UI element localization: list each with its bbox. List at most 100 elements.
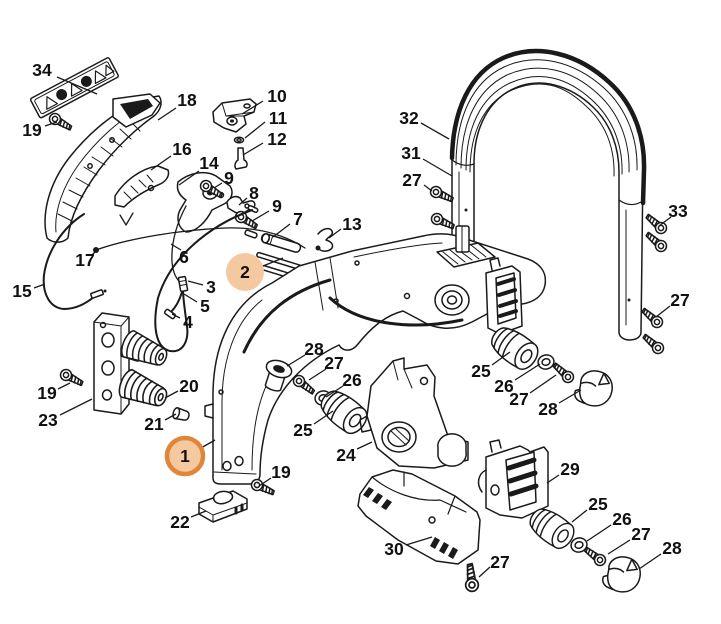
- callout-19a[interactable]: 19: [22, 120, 42, 140]
- leader-line-28c: [638, 553, 662, 570]
- callout-17[interactable]: 17: [75, 250, 94, 270]
- part-top-handle-molding: [44, 93, 162, 243]
- leader-line-5: [183, 293, 198, 303]
- part-clip-13: [315, 227, 334, 252]
- callout-3[interactable]: 3: [206, 277, 216, 297]
- leader-line-25a: [313, 410, 334, 425]
- callout-6[interactable]: 6: [179, 247, 189, 267]
- callout-27b[interactable]: 27: [670, 290, 689, 310]
- part-grommet-28: [264, 359, 293, 392]
- leader-line-23: [59, 398, 93, 416]
- part-cover-22: [198, 490, 248, 523]
- callout-11[interactable]: 11: [269, 108, 288, 128]
- part-pin-7: [260, 233, 302, 253]
- callout-27f[interactable]: 27: [490, 552, 509, 572]
- leader-line-1: [200, 439, 216, 449]
- callout-27d[interactable]: 27: [509, 389, 528, 409]
- callout-7[interactable]: 7: [293, 209, 303, 229]
- callout-2[interactable]: 2: [240, 262, 250, 282]
- callout-1[interactable]: 1: [180, 446, 190, 466]
- callout-22[interactable]: 22: [170, 512, 190, 532]
- part-bracket-24: [359, 357, 469, 469]
- part-handlebar: [449, 48, 647, 341]
- callout-27c[interactable]: 27: [324, 353, 343, 373]
- callout-21[interactable]: 21: [144, 414, 164, 434]
- callout-23[interactable]: 23: [38, 410, 58, 430]
- callout-25a[interactable]: 25: [293, 420, 313, 440]
- callout-26a[interactable]: 26: [342, 370, 362, 390]
- leader-line-32: [420, 122, 450, 140]
- callout-32[interactable]: 32: [399, 108, 419, 128]
- callout-12[interactable]: 12: [267, 129, 287, 149]
- callout-8[interactable]: 8: [249, 183, 259, 203]
- part-warning-label-strip: [29, 57, 119, 119]
- leader-line-27d: [529, 374, 557, 394]
- callout-26b[interactable]: 26: [494, 376, 514, 396]
- part-washer-11: [233, 136, 245, 144]
- leader-line-3: [187, 280, 204, 286]
- callout-25b[interactable]: 25: [471, 361, 491, 381]
- leader-line-27c: [308, 368, 327, 381]
- callout-20[interactable]: 20: [179, 376, 199, 396]
- callout-10[interactable]: 10: [267, 86, 287, 106]
- callout-31[interactable]: 31: [401, 143, 421, 163]
- leader-line-8: [238, 197, 248, 206]
- leader-line-20: [164, 390, 179, 399]
- callout-9a[interactable]: 9: [224, 168, 234, 188]
- leader-line-34: [56, 76, 98, 95]
- leader-line-15: [33, 283, 46, 289]
- callout-14[interactable]: 14: [199, 153, 219, 173]
- leader-line-14: [178, 170, 200, 186]
- part-plug-21: [172, 407, 190, 421]
- callout-29[interactable]: 29: [560, 459, 580, 479]
- leader-line-29: [546, 474, 560, 484]
- leader-line-2: [262, 257, 284, 267]
- part-connector-3-5: [177, 275, 189, 293]
- callout-18[interactable]: 18: [177, 90, 197, 110]
- callout-26c[interactable]: 26: [612, 509, 632, 529]
- leader-line-28b: [558, 389, 582, 404]
- callout-25c[interactable]: 25: [588, 494, 608, 514]
- callout-19b[interactable]: 19: [37, 383, 57, 403]
- part-bracket-10: [212, 98, 257, 133]
- callout-15[interactable]: 15: [12, 281, 32, 301]
- leader-line-4: [171, 313, 181, 319]
- leader-line-12: [242, 142, 264, 156]
- leader-line-27f: [478, 566, 491, 578]
- callout-4[interactable]: 4: [183, 312, 193, 332]
- leader-line-13: [328, 228, 342, 239]
- part-mount-29: [477, 439, 549, 519]
- part-cable-end-4: [163, 308, 177, 320]
- leader-line-6: [170, 243, 182, 251]
- part-ferrule: [244, 229, 258, 239]
- callout-27a[interactable]: 27: [402, 170, 421, 190]
- leader-line-21: [164, 413, 177, 421]
- callout-28b[interactable]: 28: [538, 399, 558, 419]
- highlight-circle-1[interactable]: [164, 435, 206, 477]
- part-housing-30: [357, 469, 481, 565]
- leader-line-19a: [44, 121, 58, 127]
- callout-28a[interactable]: 28: [304, 339, 324, 359]
- callout-28c[interactable]: 28: [662, 538, 682, 558]
- callout-9b[interactable]: 9: [272, 196, 282, 216]
- callout-27e[interactable]: 27: [631, 524, 650, 544]
- leader-line-33: [658, 216, 672, 227]
- highlight-circle-2[interactable]: [226, 253, 264, 291]
- leader-line-27a: [423, 184, 433, 192]
- callout-16[interactable]: 16: [172, 139, 192, 159]
- leader-line-10: [241, 100, 264, 115]
- callout-33[interactable]: 33: [668, 201, 688, 221]
- callout-24[interactable]: 24: [336, 445, 356, 465]
- leader-line-11: [244, 121, 266, 139]
- callout-5[interactable]: 5: [200, 296, 210, 316]
- callout-34[interactable]: 34: [32, 60, 52, 80]
- part-wire-17: [93, 212, 306, 253]
- callout-19c[interactable]: 19: [271, 462, 291, 482]
- leader-line-9a: [213, 182, 223, 189]
- part-handle-frame-1: [204, 225, 547, 485]
- leader-line-27b: [655, 305, 671, 318]
- callout-30[interactable]: 30: [384, 539, 404, 559]
- leader-line-25c: [571, 509, 588, 523]
- callout-13[interactable]: 13: [342, 214, 362, 234]
